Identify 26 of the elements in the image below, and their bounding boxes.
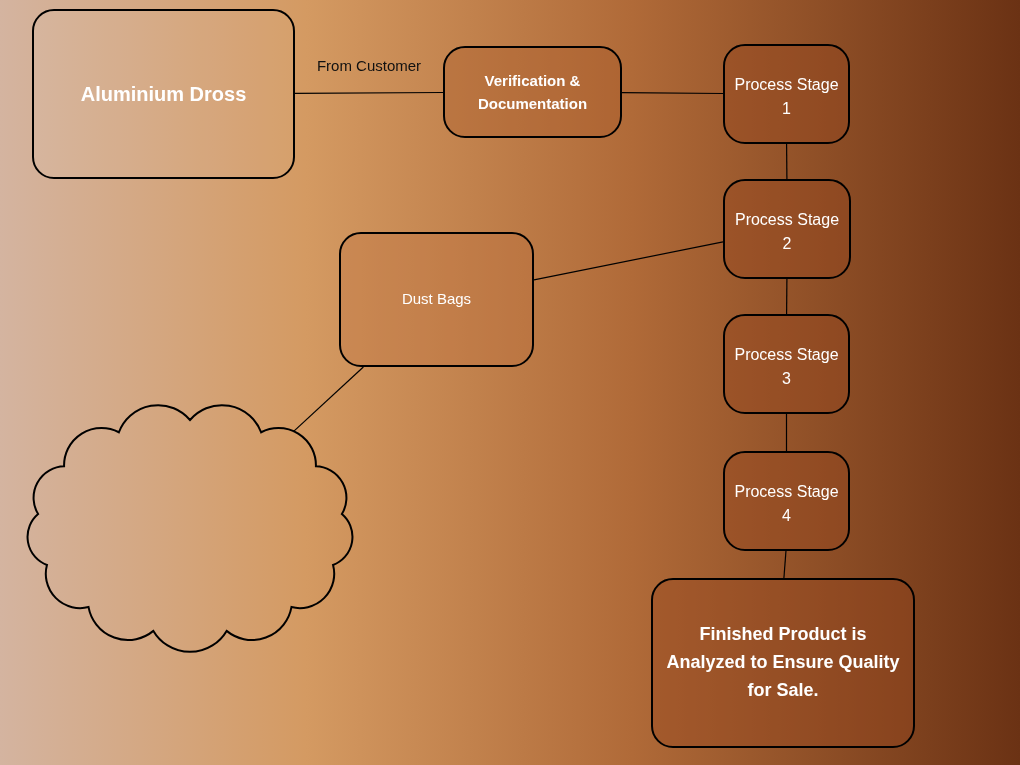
connector-line: [786, 143, 788, 180]
box-text: Aluminium Dross: [79, 81, 248, 107]
process-box: [723, 451, 850, 551]
connector-line: [294, 91, 444, 94]
connector-line: [292, 366, 364, 433]
box-text: Process Stage 3: [733, 345, 840, 389]
process-box: [443, 46, 622, 138]
box-text: Process Stage 4: [733, 482, 840, 526]
process-box: [339, 232, 534, 367]
connector-line: [533, 241, 724, 281]
box-text: Process Stage 1: [733, 75, 840, 119]
process-box: [651, 578, 915, 748]
box-text: Dust Bags: [400, 289, 473, 310]
connector-line: [785, 413, 788, 452]
connector-line: [783, 550, 787, 579]
cloud-shape: [26, 404, 354, 653]
process-box: [723, 314, 850, 414]
connector-line: [786, 278, 788, 315]
box-text: Process Stage 2: [733, 210, 841, 254]
process-box: [723, 44, 850, 144]
box-text: Verification & Documentation: [476, 70, 589, 114]
connector-line: [621, 92, 724, 95]
process-box: [723, 179, 851, 279]
box-text: Finished Product is Analyzed to Ensure Quality for Sale.: [665, 623, 901, 702]
source-box: [32, 9, 295, 179]
edge-label: From Customer: [316, 57, 422, 74]
